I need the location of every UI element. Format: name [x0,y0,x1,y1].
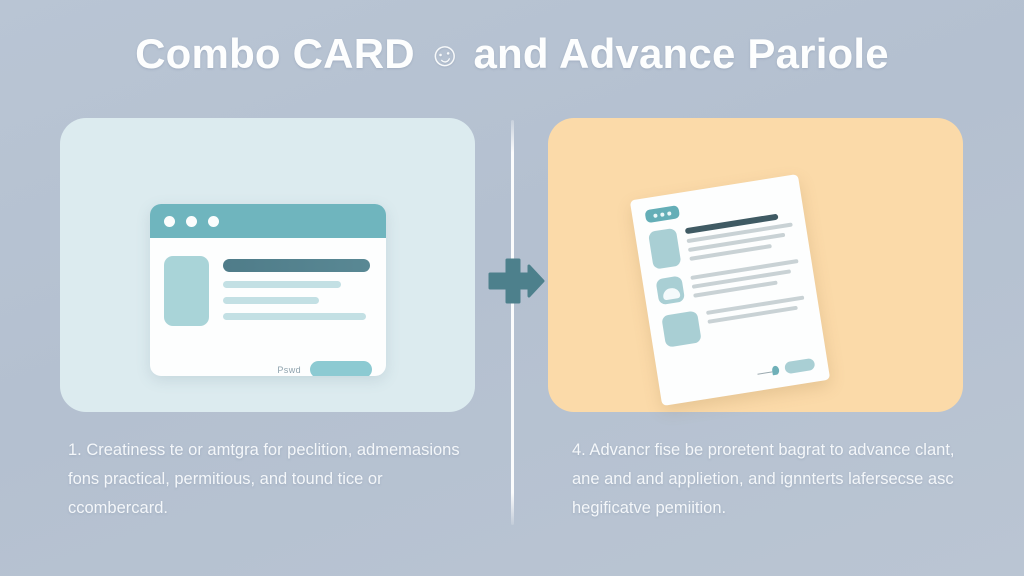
heading-placeholder [223,259,370,272]
text-line-placeholder [223,297,319,304]
submit-button[interactable] [310,361,372,376]
password-label: Pswd [277,364,301,375]
browser-window-mockup: Pswd [150,204,386,376]
text-line-placeholder [223,281,341,288]
badge-dot-icon [666,210,672,216]
window-dot-icon [186,215,197,227]
photo-placeholder [647,227,682,270]
document-badge [644,205,681,224]
caption-left: 1. Creatiness te or amtgra for peclition… [68,441,460,517]
signature-area [756,357,816,379]
browser-titlebar [150,204,386,238]
text-placeholder-group [705,294,809,341]
text-placeholder-group [684,210,796,266]
browser-footer: Pswd [277,361,372,376]
browser-content: Pswd [150,238,386,376]
vertical-divider [511,120,514,525]
page-title: Combo CARD ☺ and Advance Pariole [0,30,1024,78]
avatar-placeholder [655,275,686,306]
decorative-swirl-icon: ☺ [422,32,466,78]
badge-dot-icon [653,212,658,218]
page-title-after: and Advance Pariole [473,30,889,77]
submit-button[interactable] [783,357,816,375]
text-line-placeholder [223,313,366,320]
thumbnail-placeholder [164,256,209,326]
badge-dot-icon [660,211,665,217]
stamp-placeholder [661,310,702,348]
document-mockup [629,173,831,407]
page-title-before: Combo CARD [135,30,415,77]
document-page [629,173,831,407]
window-dot-icon [208,215,219,227]
plus-arrow-icon [480,248,546,314]
text-placeholder-group [223,256,370,376]
window-dot-icon [164,215,175,227]
signature-icon [757,365,780,377]
caption-right: 4. Advancr fise be proretent bagrat to a… [572,441,955,517]
